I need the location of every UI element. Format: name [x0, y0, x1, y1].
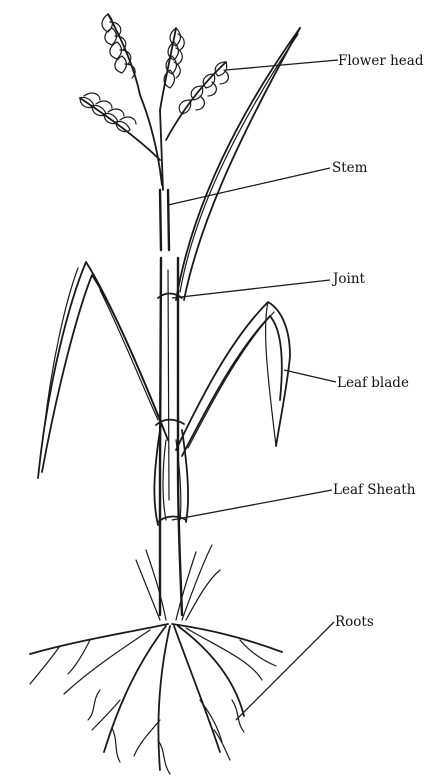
label-stem: Stem: [332, 160, 368, 176]
leader-roots: [236, 622, 334, 720]
label-roots: Roots: [335, 614, 374, 630]
roots: [30, 624, 282, 774]
label-flower-head: Flower head: [338, 53, 424, 69]
spikelet-top-left: [102, 14, 140, 95]
basal-tuft: [136, 545, 220, 620]
spikelet-left: [80, 93, 160, 160]
leader-leaf-blade: [284, 370, 336, 382]
spikelet-top-center: [160, 28, 184, 110]
left-leaf-blade: [38, 262, 168, 478]
leader-joint: [172, 280, 330, 298]
flower-heads: [80, 14, 228, 190]
label-leaf-sheath: Leaf Sheath: [333, 482, 416, 498]
leader-stem: [168, 168, 330, 205]
stem: [156, 190, 186, 615]
spikelet-right: [166, 62, 228, 140]
right-leaf-blade: [176, 302, 290, 456]
label-joint: Joint: [331, 271, 366, 287]
label-leaf-blade: Leaf blade: [337, 375, 409, 391]
leader-leaf-sheath: [172, 490, 332, 520]
labels: Flower head Stem Joint Leaf blade Leaf S…: [331, 53, 424, 630]
leader-lines: [168, 60, 338, 720]
